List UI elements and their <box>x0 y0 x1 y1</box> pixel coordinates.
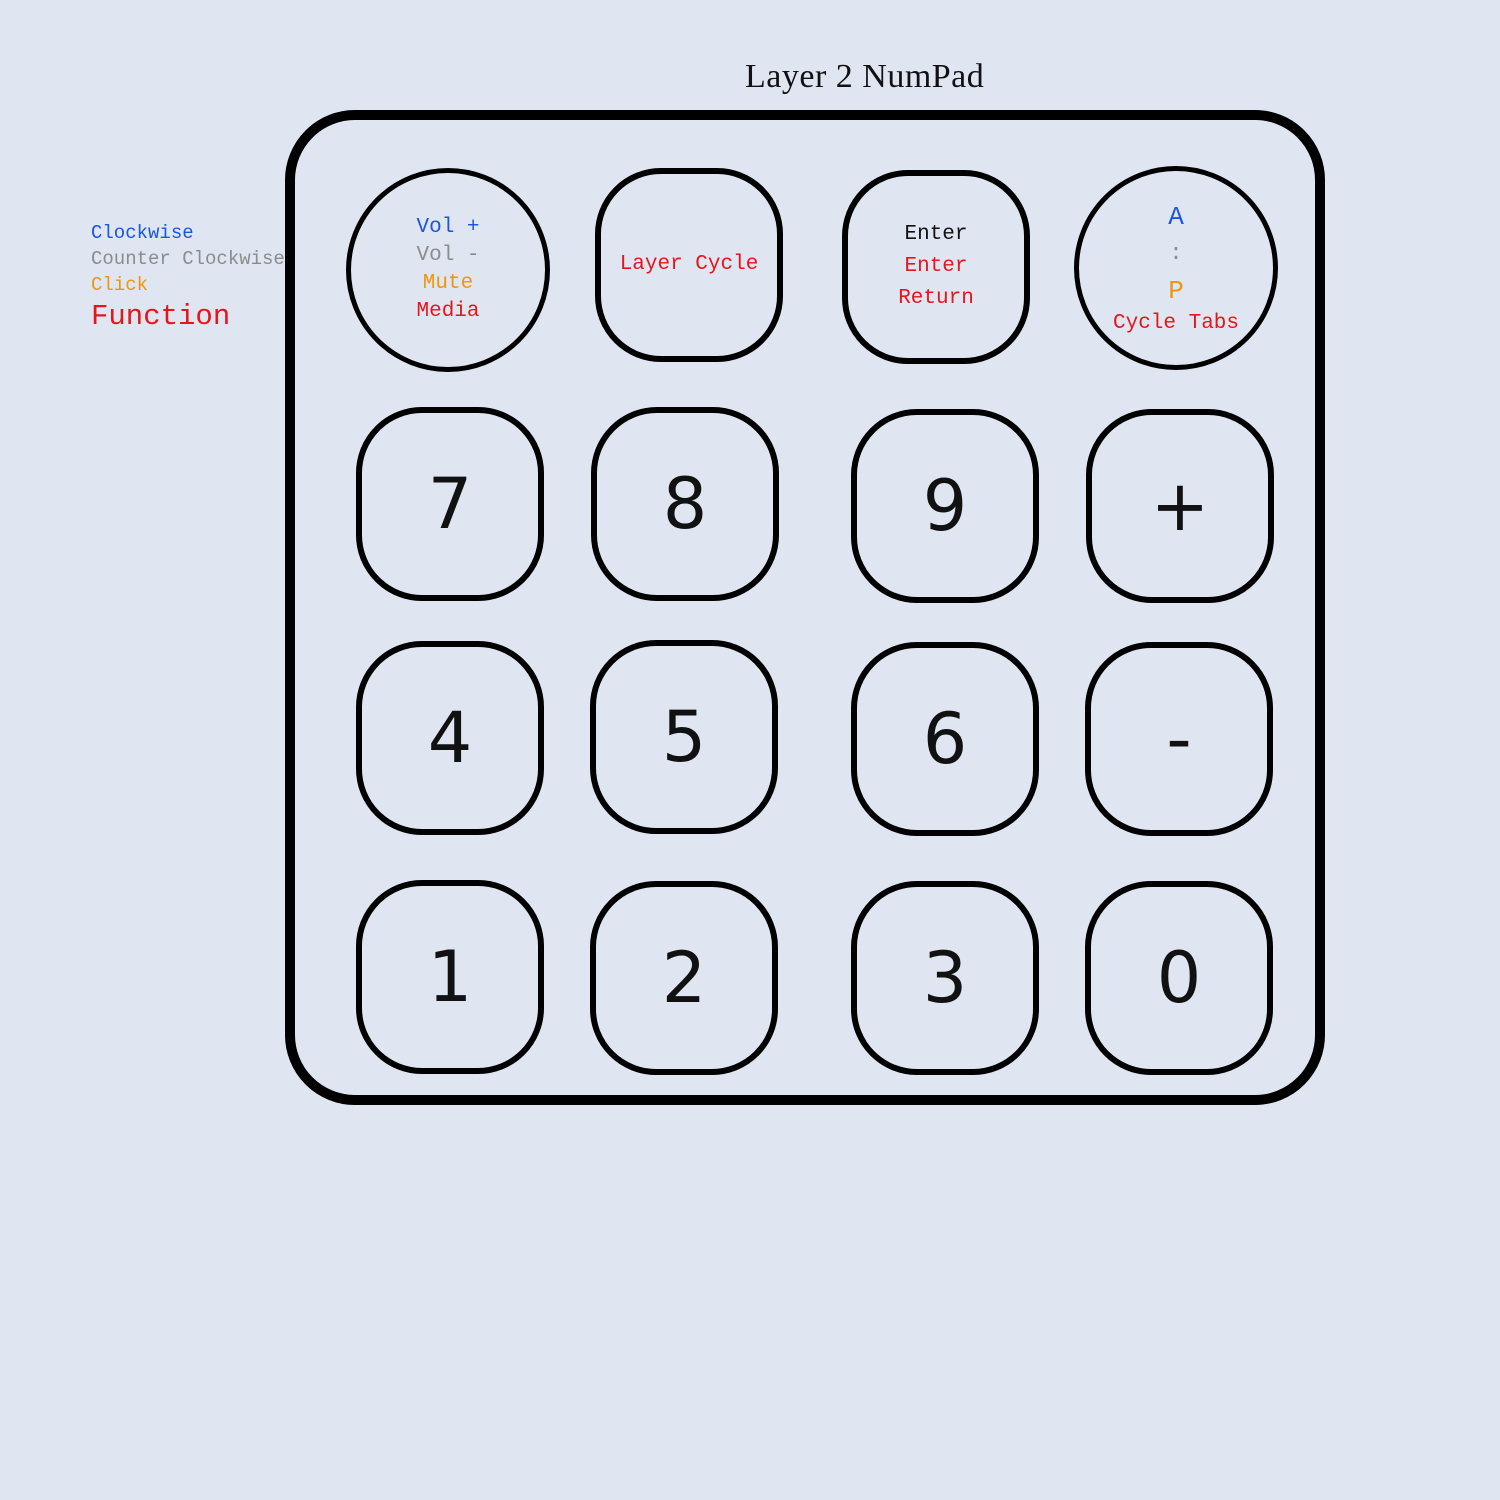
layer-cycle-label: Layer Cycle <box>619 253 759 276</box>
key-2[interactable]: 2 <box>590 881 778 1075</box>
key-9[interactable]: 9 <box>851 409 1039 603</box>
legend-counter-clockwise: Counter Clockwise <box>91 248 285 270</box>
legend-clockwise: Clockwise <box>91 222 194 244</box>
key-4[interactable]: 4 <box>356 641 544 835</box>
left-knob[interactable]: Vol + Vol - Mute Media <box>346 168 550 372</box>
left-knob-function: Media <box>416 300 480 323</box>
right-knob-function: Cycle Tabs <box>1112 312 1240 335</box>
key-minus[interactable]: - <box>1085 642 1273 836</box>
key-2-label: 2 <box>661 937 707 1019</box>
layer-cycle-key[interactable]: Layer Cycle <box>595 168 783 362</box>
key-3[interactable]: 3 <box>851 881 1039 1075</box>
key-plus[interactable]: + <box>1086 409 1274 603</box>
key-6-label: 6 <box>922 698 968 780</box>
legend-function: Function <box>91 300 231 333</box>
right-knob[interactable]: A : P Cycle Tabs <box>1074 166 1278 370</box>
left-knob-clockwise: Vol + <box>416 216 480 239</box>
left-knob-click: Mute <box>422 272 474 295</box>
keypad-board <box>285 110 1325 1105</box>
left-knob-counter-clockwise: Vol - <box>416 244 480 267</box>
key-minus-label: - <box>1166 698 1192 780</box>
right-knob-click: P <box>1168 276 1184 306</box>
key-5-label: 5 <box>661 696 707 778</box>
legend: Clockwise Counter Clockwise Click Functi… <box>91 220 285 333</box>
key-plus-label: + <box>1150 465 1210 547</box>
enter-key-label: Enter <box>904 223 968 246</box>
enter-key-function-enter: Enter <box>904 255 968 278</box>
key-5[interactable]: 5 <box>590 640 778 834</box>
key-8[interactable]: 8 <box>591 407 779 601</box>
key-0[interactable]: 0 <box>1085 881 1273 1075</box>
enter-key[interactable]: Enter Enter Return <box>842 170 1030 364</box>
key-7-label: 7 <box>427 463 473 545</box>
key-0-label: 0 <box>1156 937 1202 1019</box>
right-knob-counter-clockwise: : <box>1169 241 1183 266</box>
key-6[interactable]: 6 <box>851 642 1039 836</box>
key-8-label: 8 <box>662 463 708 545</box>
right-knob-clockwise: A <box>1168 202 1184 232</box>
key-1[interactable]: 1 <box>356 880 544 1074</box>
diagram-title: Layer 2 NumPad <box>745 58 985 95</box>
key-9-label: 9 <box>922 465 968 547</box>
key-1-label: 1 <box>427 936 473 1018</box>
key-4-label: 4 <box>427 697 473 779</box>
enter-key-function-return: Return <box>898 287 974 310</box>
key-7[interactable]: 7 <box>356 407 544 601</box>
key-3-label: 3 <box>922 937 968 1019</box>
legend-click: Click <box>91 274 149 296</box>
